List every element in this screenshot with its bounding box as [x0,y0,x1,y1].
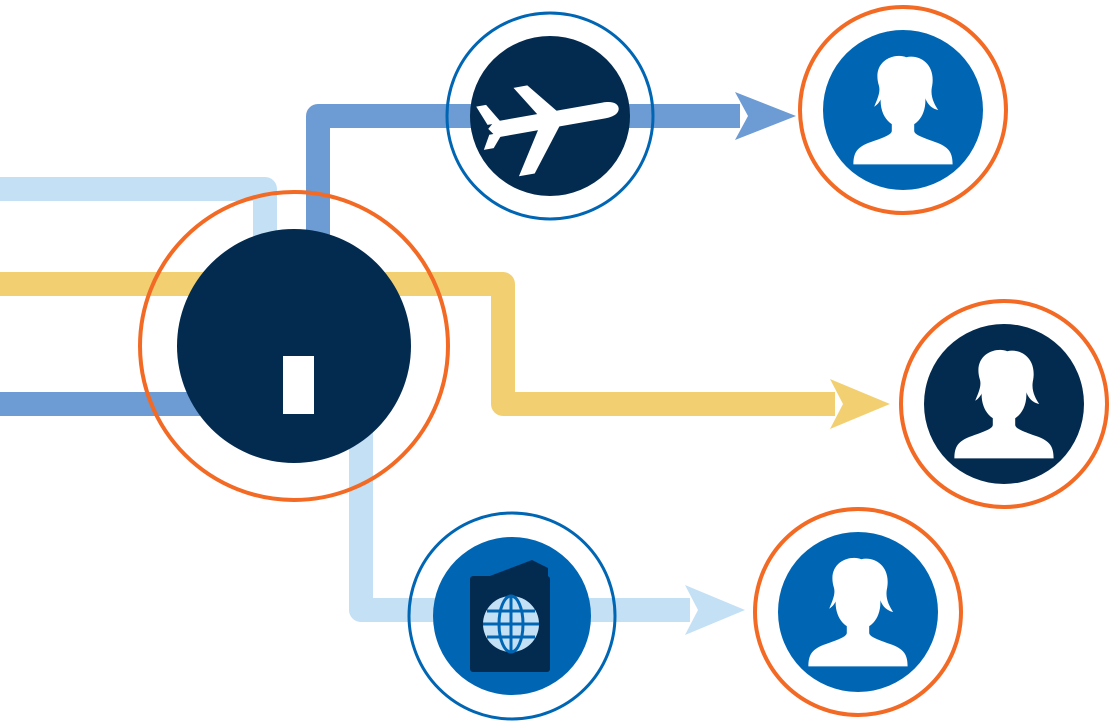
airplane-icon [476,85,619,177]
person-node-middle-ring [899,299,1109,509]
flow-yellow-line [0,272,835,416]
person-node-top-ring [798,5,1008,215]
flows [0,104,835,622]
person-node-bottom [753,507,963,717]
central-hub-disc [177,229,411,463]
passport-node [407,511,617,721]
central-hub-ring [138,190,450,502]
passport-node-ring [407,511,617,721]
flow-light-blue-line [0,177,277,250]
airplane-node-ring [445,11,655,221]
central-hub [138,190,450,502]
person-node-bottom-ring [753,507,963,717]
arrowhead-yellow [830,379,890,429]
arrowhead-light-blue [685,585,745,635]
person-node-middle [899,299,1109,509]
arrowhead-mid-blue [735,92,796,140]
airplane-node [445,11,655,221]
passport-icon [470,560,550,672]
arrowheads [685,92,890,635]
gate-slot-icon [283,356,314,414]
person-node-top [798,5,1008,215]
